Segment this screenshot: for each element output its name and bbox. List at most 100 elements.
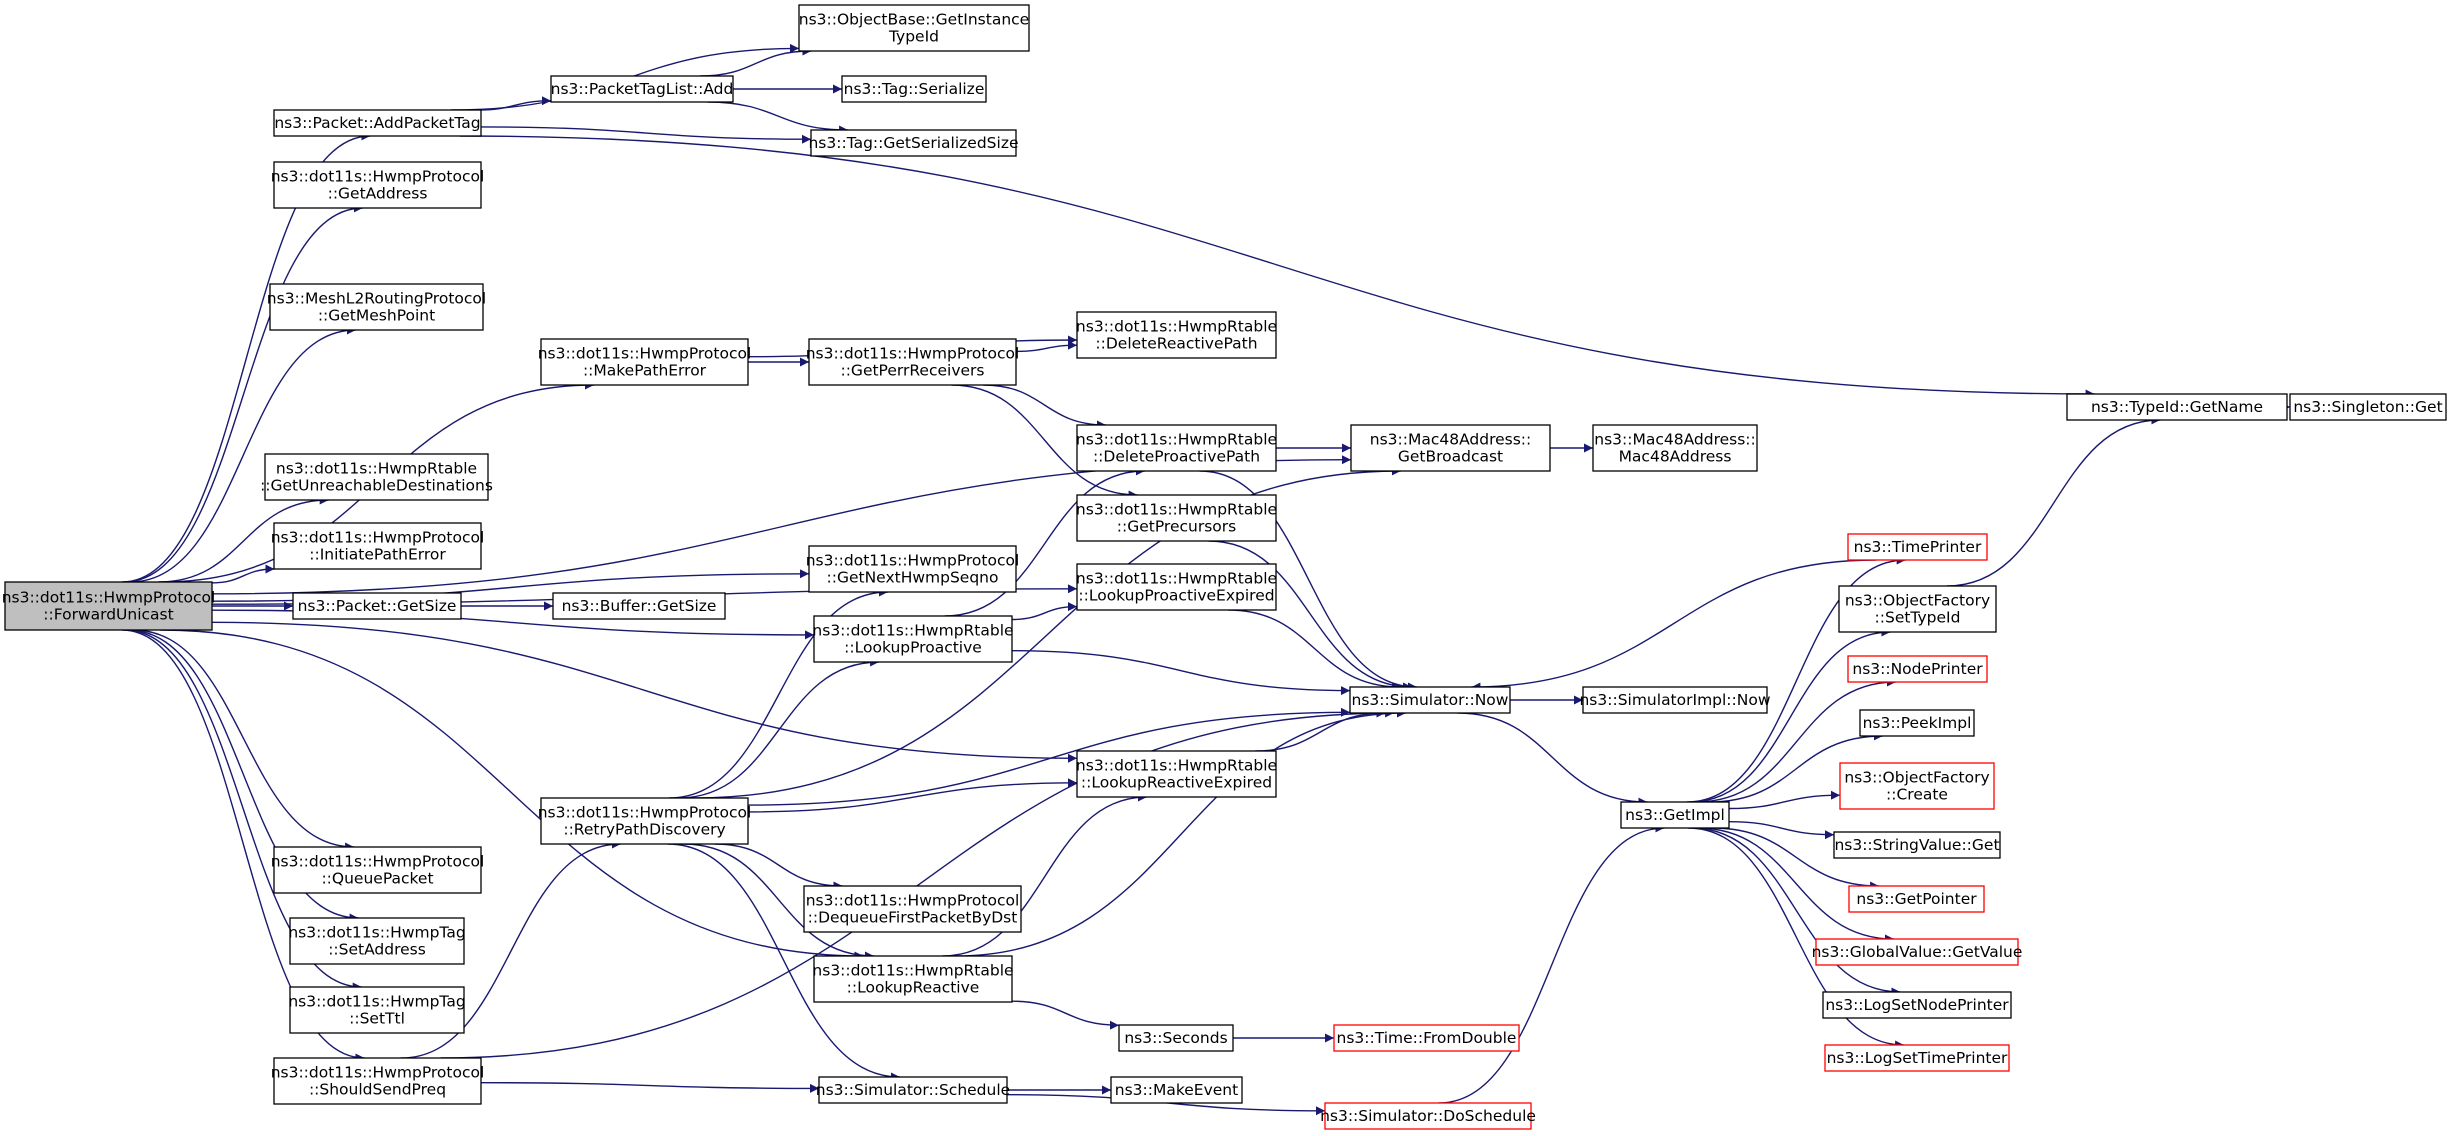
node-gvget[interactable]: ns3::GlobalValue::GetValue <box>1812 938 2023 966</box>
node-getunr[interactable]: ns3::dot11s::HwmpRtable::GetUnreachableD… <box>260 453 493 501</box>
node-box <box>818 1076 1008 1104</box>
node-label: ::GetUnreachableDestinations <box>260 477 493 495</box>
node-getptr[interactable]: ns3::GetPointer <box>1848 885 1985 913</box>
node-timepr[interactable]: ns3::TimePrinter <box>1847 533 1988 561</box>
node-getmp[interactable]: ns3::MeshL2RoutingProtocol::GetMeshPoint <box>267 283 486 331</box>
node-box <box>1592 424 1758 472</box>
node-box <box>1838 585 1997 633</box>
edge-delpro-to-now <box>1199 470 1417 692</box>
node-bgetsize[interactable]: ns3::Buffer::GetSize <box>552 592 726 620</box>
node-getaddr[interactable]: ns3::dot11s::HwmpProtocol::GetAddress <box>271 161 485 209</box>
node-box <box>1349 686 1511 714</box>
node-getperr[interactable]: ns3::dot11s::HwmpProtocol::GetPerrReceiv… <box>806 338 1020 386</box>
node-ptladd[interactable]: ns3::PacketTagList::Add <box>550 75 734 103</box>
node-label: ::ForwardUnicast <box>43 606 173 624</box>
node-label: ns3::dot11s::HwmpProtocol <box>806 892 1020 910</box>
node-label: ::SetTtl <box>349 1010 405 1028</box>
node-queue[interactable]: ns3::dot11s::HwmpProtocol::QueuePacket <box>271 846 485 894</box>
node-label: ns3::dot11s::HwmpProtocol <box>538 804 752 822</box>
edge-shouldp-to-sched <box>480 1082 820 1093</box>
edge-fwd-to-lreact <box>160 629 864 961</box>
node-delpro[interactable]: ns3::dot11s::HwmpRtable::DeleteProactive… <box>1076 424 1277 472</box>
node-ofsettid[interactable]: ns3::ObjectFactory::SetTypeId <box>1838 585 1997 633</box>
node-macbc[interactable]: ns3::Mac48Address::GetBroadcast <box>1350 424 1551 472</box>
node-label: ns3::ObjectBase::GetInstance <box>799 11 1029 29</box>
node-strget[interactable]: ns3::StringValue::Get <box>1833 831 2001 859</box>
node-seqno[interactable]: ns3::dot11s::HwmpProtocol::GetNextHwmpSe… <box>806 545 1020 593</box>
node-lpexp[interactable]: ns3::dot11s::HwmpRtable::LookupProactive… <box>1076 563 1277 611</box>
node-label: Mac48Address <box>1619 448 1732 466</box>
node-pgetsize[interactable]: ns3::Packet::GetSize <box>292 592 462 620</box>
edge-lreact-to-lrexp <box>942 792 1147 957</box>
edge-ptladd-to-taggss <box>707 101 849 135</box>
node-label: ns3::Buffer::GetSize <box>562 597 717 615</box>
node-setttl[interactable]: ns3::dot11s::HwmpTag::SetTtl <box>288 986 466 1034</box>
node-box <box>1076 424 1277 472</box>
node-logtime[interactable]: ns3::LogSetTimePrinter <box>1824 1044 2010 1072</box>
edge-getimpl-to-getptr <box>1712 827 1880 891</box>
node-nodepr[interactable]: ns3::NodePrinter <box>1847 655 1988 683</box>
edge-fwd-to-setttl <box>124 629 362 992</box>
edge-retry-to-macbc <box>694 466 1401 799</box>
node-delreact[interactable]: ns3::dot11s::HwmpRtable::DeleteReactiveP… <box>1076 311 1277 359</box>
node-deq[interactable]: ns3::dot11s::HwmpProtocol::DequeueFirstP… <box>803 885 1022 933</box>
node-label: ns3::Packet::AddPacketTag <box>274 114 480 132</box>
node-label: ::LookupReactive <box>847 979 980 997</box>
edge-retry-to-lreact <box>683 843 874 961</box>
edge-lreact-to-now <box>955 708 1406 957</box>
node-lpro[interactable]: ns3::dot11s::HwmpRtable::LookupProactive <box>812 615 1014 663</box>
node-label: ns3::dot11s::HwmpProtocol <box>806 345 1020 363</box>
node-label: ::DequeueFirstPacketByDst <box>808 909 1018 927</box>
node-label: ns3::Tag::Serialize <box>844 80 985 98</box>
node-dosched[interactable]: ns3::Simulator::DoSchedule <box>1320 1102 1536 1130</box>
node-fromdbl[interactable]: ns3::Time::FromDouble <box>1333 1024 1520 1052</box>
node-setaddr[interactable]: ns3::dot11s::HwmpTag::SetAddress <box>288 917 466 965</box>
node-getprec[interactable]: ns3::dot11s::HwmpRtable::GetPrecursors <box>1076 494 1277 542</box>
node-label: ns3::Simulator::Now <box>1352 691 1509 709</box>
node-box <box>550 75 734 103</box>
node-box <box>1822 991 2012 1019</box>
node-lognode[interactable]: ns3::LogSetNodePrinter <box>1822 991 2012 1019</box>
node-label: ns3::Mac48Address:: <box>1594 431 1756 449</box>
edge-fwd-to-addtag <box>121 131 371 583</box>
node-now[interactable]: ns3::Simulator::Now <box>1349 686 1511 714</box>
node-box <box>810 129 1017 157</box>
node-peek[interactable]: ns3::PeekImpl <box>1859 709 1975 737</box>
edge-getimpl-to-gvget <box>1697 827 1895 944</box>
node-mkperr[interactable]: ns3::dot11s::HwmpProtocol::MakePathError <box>538 338 752 386</box>
node-tidname[interactable]: ns3::TypeId::GetName <box>2066 393 2288 421</box>
node-label: ::GetPerrReceivers <box>840 362 984 380</box>
edge-ofsettid-to-tidname <box>1946 415 2161 587</box>
edge-retry-to-now <box>747 707 1351 806</box>
node-tagser[interactable]: ns3::Tag::Serialize <box>841 75 987 103</box>
node-box <box>1324 1102 1532 1130</box>
node-shouldp[interactable]: ns3::dot11s::HwmpProtocol::ShouldSendPre… <box>271 1057 485 1105</box>
node-addtag[interactable]: ns3::Packet::AddPacketTag <box>273 109 482 137</box>
node-ofcreate[interactable]: ns3::ObjectFactory::Create <box>1839 762 1995 810</box>
node-label: ns3::GetImpl <box>1625 806 1725 824</box>
edge-fwd-to-queue <box>132 629 355 852</box>
node-lrexp[interactable]: ns3::dot11s::HwmpRtable::LookupReactiveE… <box>1076 750 1277 798</box>
node-seconds[interactable]: ns3::Seconds <box>1118 1024 1234 1052</box>
node-getimpl[interactable]: ns3::GetImpl <box>1620 801 1730 829</box>
node-box <box>269 283 484 331</box>
node-box <box>289 986 465 1034</box>
node-sched[interactable]: ns3::Simulator::Schedule <box>816 1076 1010 1104</box>
node-makeev[interactable]: ns3::MakeEvent <box>1110 1076 1243 1104</box>
node-retry[interactable]: ns3::dot11s::HwmpProtocol::RetryPathDisc… <box>538 797 752 845</box>
node-label: ::Create <box>1886 786 1948 804</box>
node-fwd[interactable]: ns3::dot11s::HwmpProtocol::ForwardUnicas… <box>2 581 216 631</box>
node-initperr[interactable]: ns3::dot11s::HwmpProtocol::InitiatePathE… <box>271 522 485 570</box>
node-box <box>1076 494 1277 542</box>
node-taggss[interactable]: ns3::Tag::GetSerializedSize <box>808 129 1019 157</box>
edge-getprec-to-now <box>1208 540 1412 692</box>
node-single[interactable]: ns3::Singleton::Get <box>2289 393 2447 421</box>
node-lreact[interactable]: ns3::dot11s::HwmpRtable::LookupReactive <box>812 955 1014 1003</box>
node-label: ns3::ObjectFactory <box>1845 592 1990 610</box>
node-mac48[interactable]: ns3::Mac48Address::Mac48Address <box>1592 424 1758 472</box>
node-implnow[interactable]: ns3::SimulatorImpl::Now <box>1579 686 1771 714</box>
node-box <box>1333 1024 1520 1052</box>
node-label: ::LookupReactiveExpired <box>1081 774 1272 792</box>
